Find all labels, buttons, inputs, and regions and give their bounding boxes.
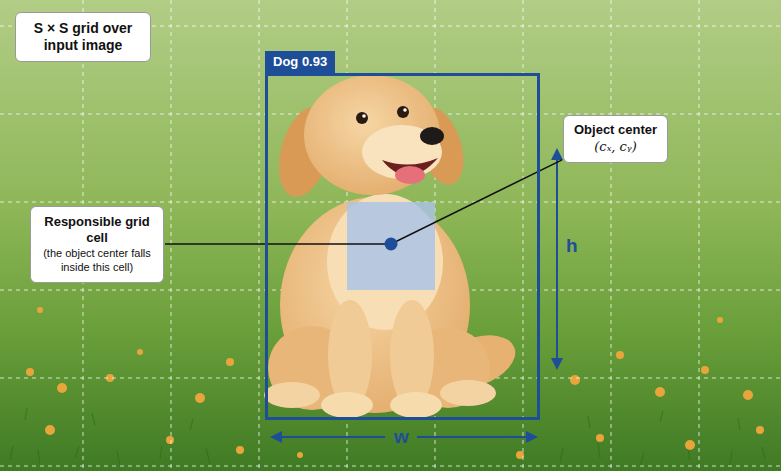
flowers — [195, 393, 205, 403]
coordinate-text: (cₓ, cᵧ) — [574, 138, 657, 156]
width-arrow — [526, 431, 538, 443]
dog-illustration — [403, 108, 407, 112]
callout-title: Object center — [574, 122, 657, 138]
flowers — [57, 383, 67, 393]
flowers — [756, 426, 764, 434]
dimension-label: w — [394, 427, 409, 446]
dog-illustration — [420, 127, 444, 145]
flowers — [45, 425, 55, 435]
grid-lines — [171, 0, 172, 471]
height-arrow — [551, 148, 563, 370]
flowers — [166, 436, 174, 444]
class-score-tag: Dog 0.93 — [265, 51, 335, 73]
flowers — [297, 452, 303, 458]
flowers — [717, 317, 723, 323]
flowers — [137, 349, 143, 355]
grid-lines — [699, 0, 700, 471]
callout-box: Responsible grid cell(the object center … — [30, 206, 164, 283]
callout-note: (the object center falls inside this cel… — [37, 247, 157, 275]
object-center-dot — [385, 238, 398, 251]
flowers — [236, 446, 244, 454]
dimension-label: h — [566, 236, 578, 255]
callout-title: S × S grid over input image — [24, 20, 142, 54]
dog-illustration — [390, 392, 442, 418]
width-arrow — [417, 436, 530, 438]
dog-illustration — [356, 112, 368, 124]
flowers — [596, 434, 604, 442]
flowers — [226, 358, 234, 366]
flowers — [26, 368, 34, 376]
flowers — [655, 387, 665, 397]
bounding-box: Dog 0.93 — [265, 73, 540, 420]
callout-box: Object center(cₓ, cᵧ) — [563, 115, 668, 163]
flowers — [701, 366, 709, 374]
flowers — [743, 390, 753, 400]
grass-blades — [10, 408, 765, 466]
grass-blades — [10, 408, 765, 466]
width-arrow — [278, 436, 385, 438]
dog-illustration — [440, 380, 496, 406]
flowers — [570, 375, 580, 385]
grid-lines — [523, 0, 524, 471]
height-arrow — [551, 358, 563, 370]
flowers — [685, 440, 695, 450]
leader-line — [165, 243, 391, 244]
width-arrow — [270, 431, 282, 443]
leader-line — [391, 160, 562, 244]
dog-illustration — [264, 382, 320, 408]
grid-lines — [0, 466, 781, 467]
grid-lines — [259, 0, 260, 471]
callout-title: Responsible grid cell — [37, 214, 157, 245]
grid-lines — [611, 0, 612, 471]
flowers — [37, 307, 43, 313]
callout-box: S × S grid over input image — [15, 12, 151, 62]
flowers — [616, 351, 624, 359]
height-arrow — [551, 148, 563, 160]
dog-illustration — [395, 166, 425, 184]
dog-illustration — [397, 106, 409, 118]
height-arrow — [556, 156, 558, 362]
dog-illustration — [362, 114, 366, 118]
dog-illustration — [321, 392, 373, 418]
responsible-cell — [347, 202, 435, 290]
dog-illustration — [264, 75, 523, 418]
